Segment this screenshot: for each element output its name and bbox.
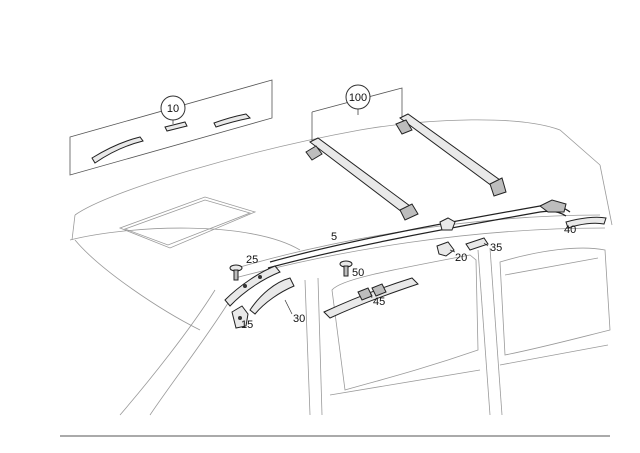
roof-rail — [267, 199, 571, 269]
callout-100-circle — [345, 84, 371, 110]
callout-35: 35 — [490, 242, 502, 254]
callout-100: 100 — [349, 92, 367, 104]
part-group-100 — [305, 87, 507, 221]
screw-25 — [229, 264, 243, 281]
clip-20 — [436, 241, 455, 257]
leader-lines — [284, 242, 489, 315]
callout-20: 20 — [455, 252, 467, 264]
callout-10-circle — [160, 95, 186, 121]
cover-strip-45 — [323, 277, 419, 319]
part-group-10 — [69, 79, 273, 176]
callout-30: 30 — [293, 313, 305, 325]
vehicle-outline — [69, 119, 613, 416]
callout-10: 10 — [167, 103, 179, 115]
bracket-15 — [231, 305, 249, 329]
end-cap-40 — [565, 216, 607, 229]
clip-35 — [465, 237, 489, 251]
callout-25: 25 — [246, 254, 258, 266]
callout-50: 50 — [352, 267, 364, 279]
screw-50 — [339, 260, 353, 277]
cover-strip-left — [224, 265, 281, 307]
end-cap-30 — [249, 277, 295, 315]
callout-5: 5 — [331, 231, 337, 243]
callout-40: 40 — [564, 224, 576, 236]
callout-45: 45 — [373, 296, 385, 308]
callout-15: 15 — [241, 319, 253, 331]
